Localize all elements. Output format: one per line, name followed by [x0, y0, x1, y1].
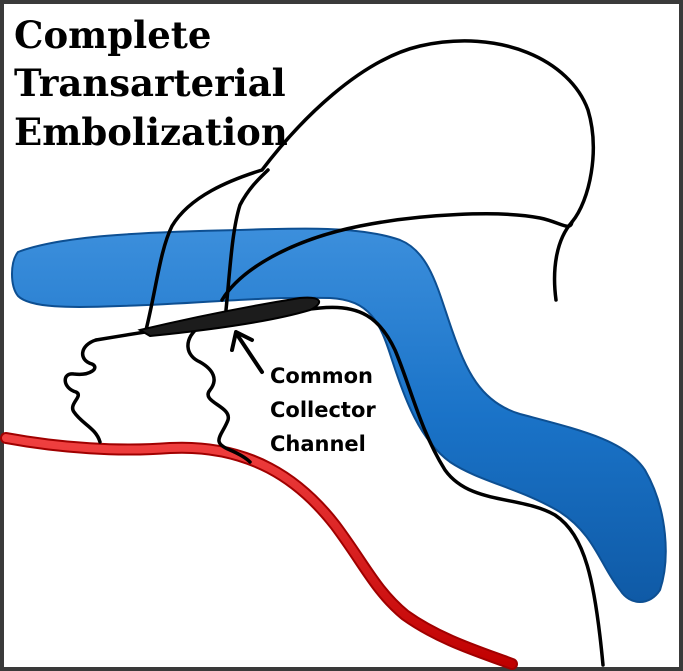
channel-label-line-3: Channel [270, 432, 366, 456]
inner-loop-vessel [224, 168, 270, 312]
figure-title-line-1: Complete [14, 13, 211, 57]
draining-vein [11, 227, 667, 603]
wavy-feeder-left [63, 338, 102, 444]
channel-label-line-2: Collector [270, 398, 376, 422]
feeding-artery-highlight [2, 434, 516, 668]
upper-loop-vessel [144, 39, 595, 332]
channel-label-line-1: Common [270, 364, 373, 388]
figure-title-line-3: Embolization [14, 110, 288, 154]
arch-vessel [220, 212, 574, 302]
pointer-arrow-shaft [236, 334, 264, 374]
figure-title-line-2: Transarterial [14, 61, 286, 105]
wavy-feeder-middle [186, 324, 252, 464]
pointer-arrow-head [230, 330, 254, 352]
embolic-cast [137, 296, 321, 338]
